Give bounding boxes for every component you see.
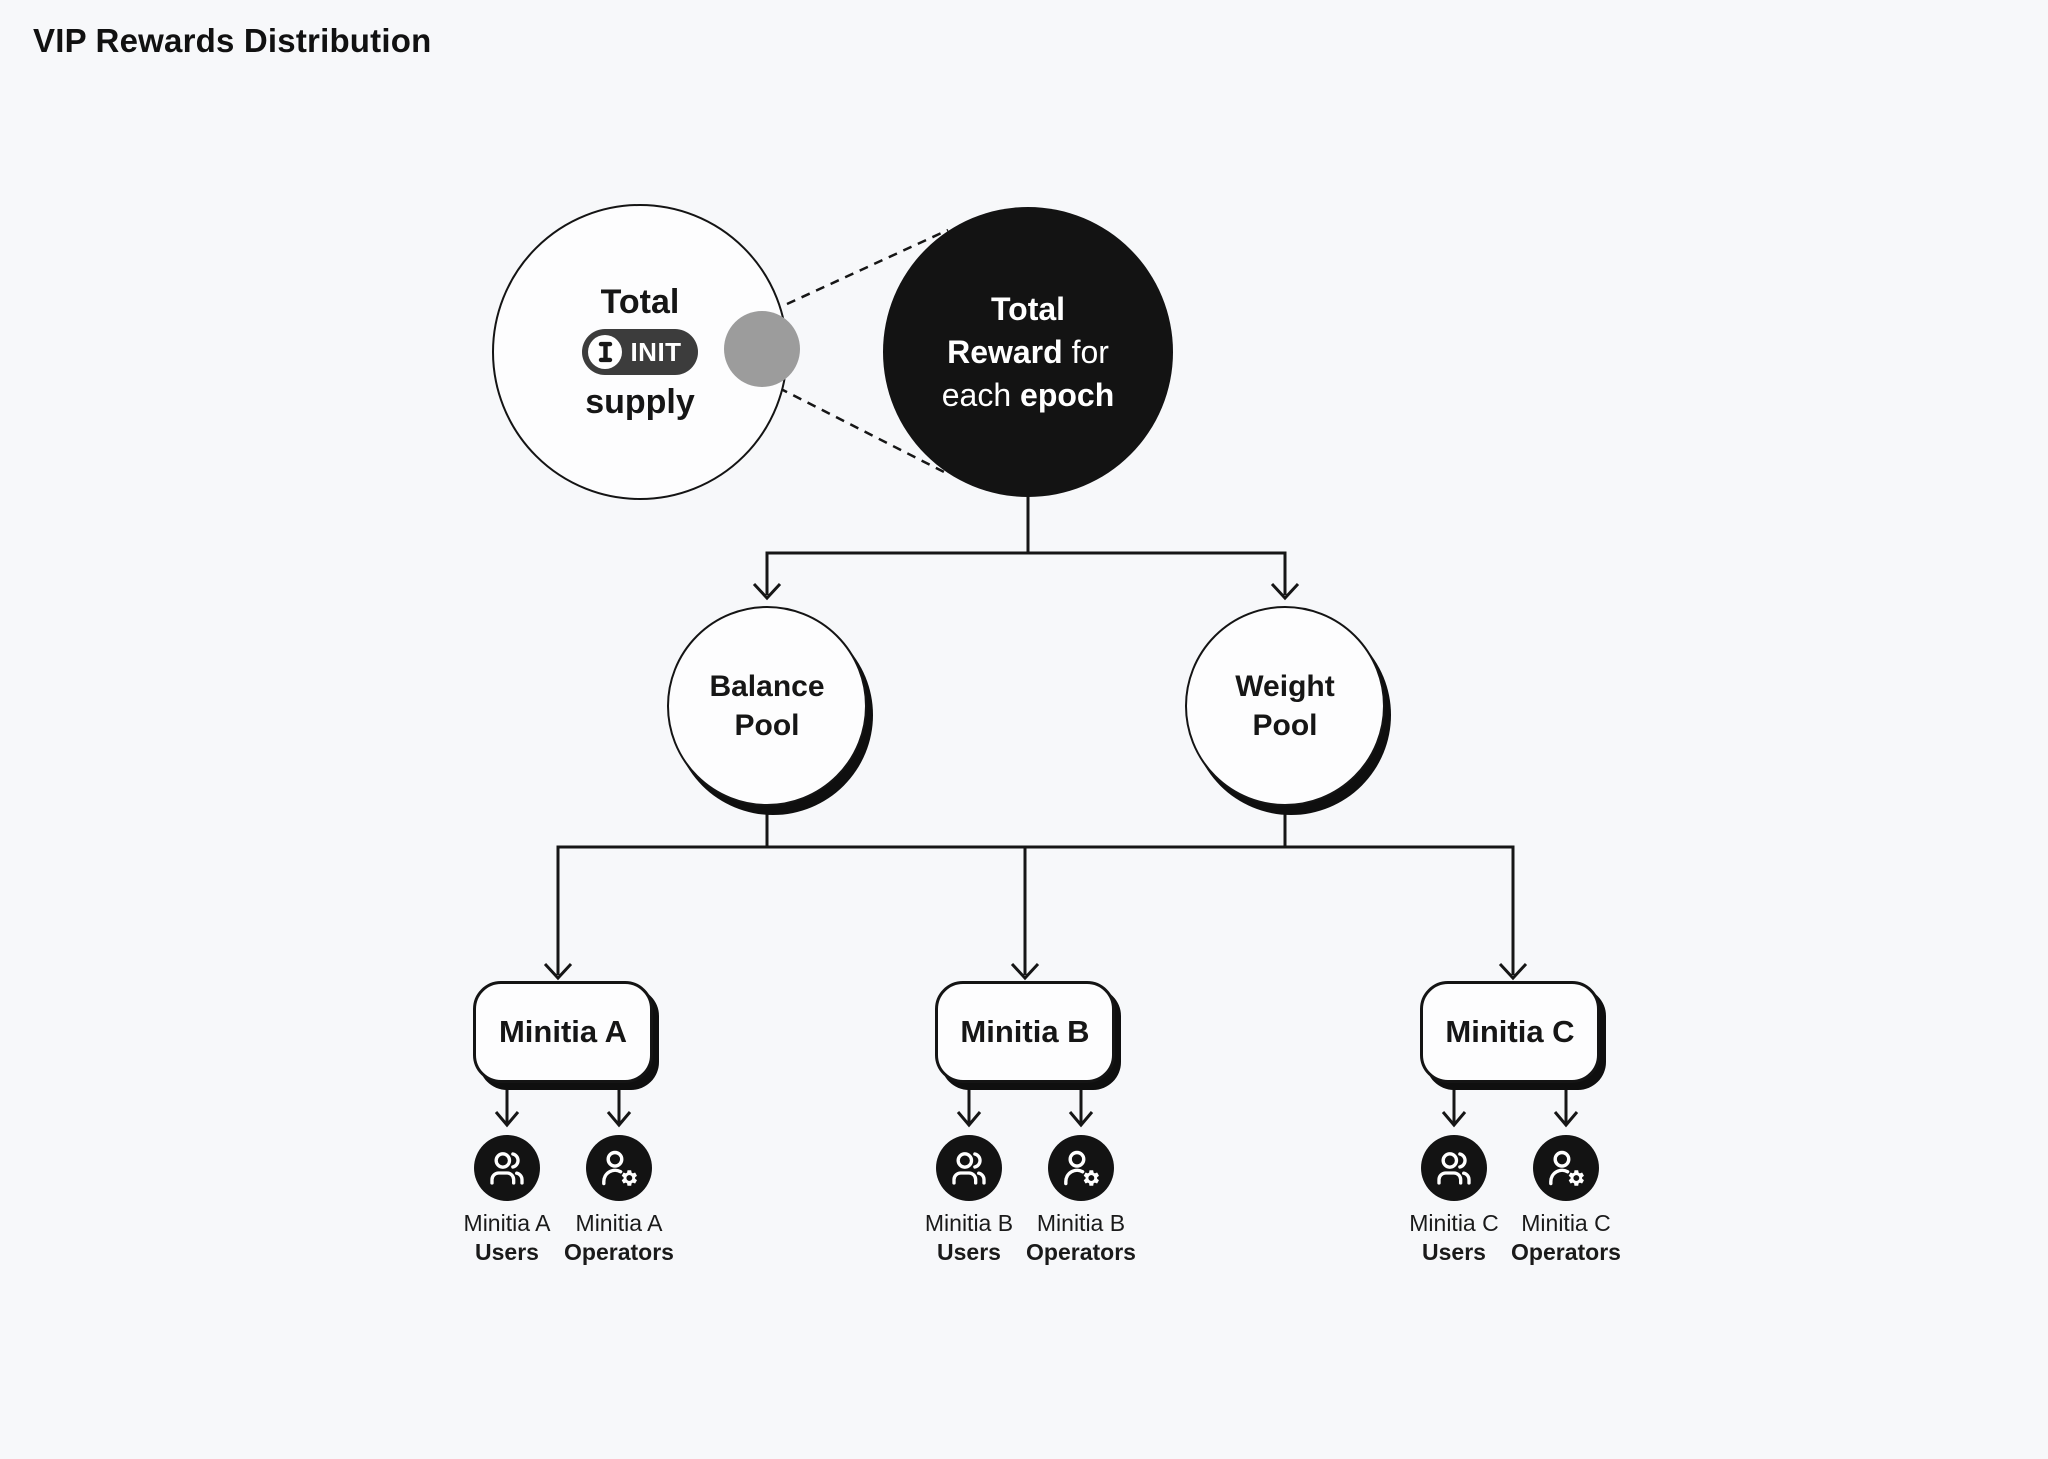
minitia-a-operators-label: Minitia A Operators	[564, 1210, 674, 1265]
arrowhead-a-operators	[606, 1111, 632, 1128]
arrowhead-weight	[1270, 582, 1300, 601]
operator-icon	[1048, 1135, 1114, 1201]
minitia-a-users-label: Minitia A Users	[463, 1210, 551, 1265]
reward-line3: each epoch	[941, 376, 1115, 413]
minitia-b-users-label: Minitia B Users	[924, 1210, 1014, 1265]
minitia-a-users: Minitia A Users	[442, 1135, 572, 1267]
minitia-b-box: Minitia B	[935, 981, 1115, 1083]
arrowhead-a-users	[494, 1111, 520, 1128]
users-icon	[474, 1135, 540, 1201]
reward-line1: Total	[990, 290, 1066, 327]
operator-icon	[586, 1135, 652, 1201]
operator-icon	[1533, 1135, 1599, 1201]
total-reward-circle: Total Reward for each epoch	[883, 207, 1173, 497]
minitia-c-label: Minitia C	[1445, 1014, 1575, 1049]
minitia-b-users: Minitia B Users	[904, 1135, 1034, 1267]
arrowhead-b-users	[956, 1111, 982, 1128]
supply-line1: Total	[600, 283, 680, 321]
zoom-cone-dash-top	[786, 228, 949, 306]
minitia-b-operators-label: Minitia B Operators	[1026, 1210, 1136, 1265]
arrowhead-b-operators	[1068, 1111, 1094, 1128]
balance-pool-label-line2: Pool	[734, 709, 800, 742]
minitia-a-operators: Minitia A Operators	[554, 1135, 684, 1267]
weight-pool-label-line1: Weight	[1235, 670, 1335, 703]
init-token-badge: INIT	[582, 329, 698, 375]
supply-fraction-dot	[724, 311, 800, 387]
minitia-c-box: Minitia C	[1420, 981, 1600, 1083]
balance-pool-label-line1: Balance	[709, 670, 825, 703]
users-icon	[936, 1135, 1002, 1201]
arrowhead-minitia-b	[1010, 962, 1040, 981]
arrowhead-minitia-c	[1498, 962, 1528, 981]
minitia-c-operators: Minitia C Operators	[1501, 1135, 1631, 1267]
arrowhead-c-users	[1441, 1111, 1467, 1128]
weight-pool-circle: Weight Pool	[1185, 606, 1385, 806]
init-token-icon	[588, 335, 623, 369]
arrowhead-minitia-a	[543, 962, 573, 981]
users-icon	[1421, 1135, 1487, 1201]
reward-line2: Reward for	[947, 333, 1109, 370]
minitia-c-operators-label: Minitia C Operators	[1511, 1210, 1621, 1265]
minitia-a-box: Minitia A	[473, 981, 653, 1083]
minitia-b-label: Minitia B	[960, 1014, 1090, 1049]
minitia-c-users: Minitia C Users	[1389, 1135, 1519, 1267]
arrowhead-balance	[752, 582, 782, 601]
arrowhead-c-operators	[1553, 1111, 1579, 1128]
balance-pool-circle: Balance Pool	[667, 606, 867, 806]
page-title: VIP Rewards Distribution	[33, 22, 432, 59]
weight-pool-label-line2: Pool	[1252, 709, 1318, 742]
minitia-b-operators: Minitia B Operators	[1016, 1135, 1146, 1267]
minitia-a-label: Minitia A	[498, 1014, 627, 1049]
minitia-c-users-label: Minitia C Users	[1409, 1210, 1499, 1265]
init-badge-label: INIT	[630, 336, 682, 367]
supply-line2: supply	[585, 383, 695, 421]
